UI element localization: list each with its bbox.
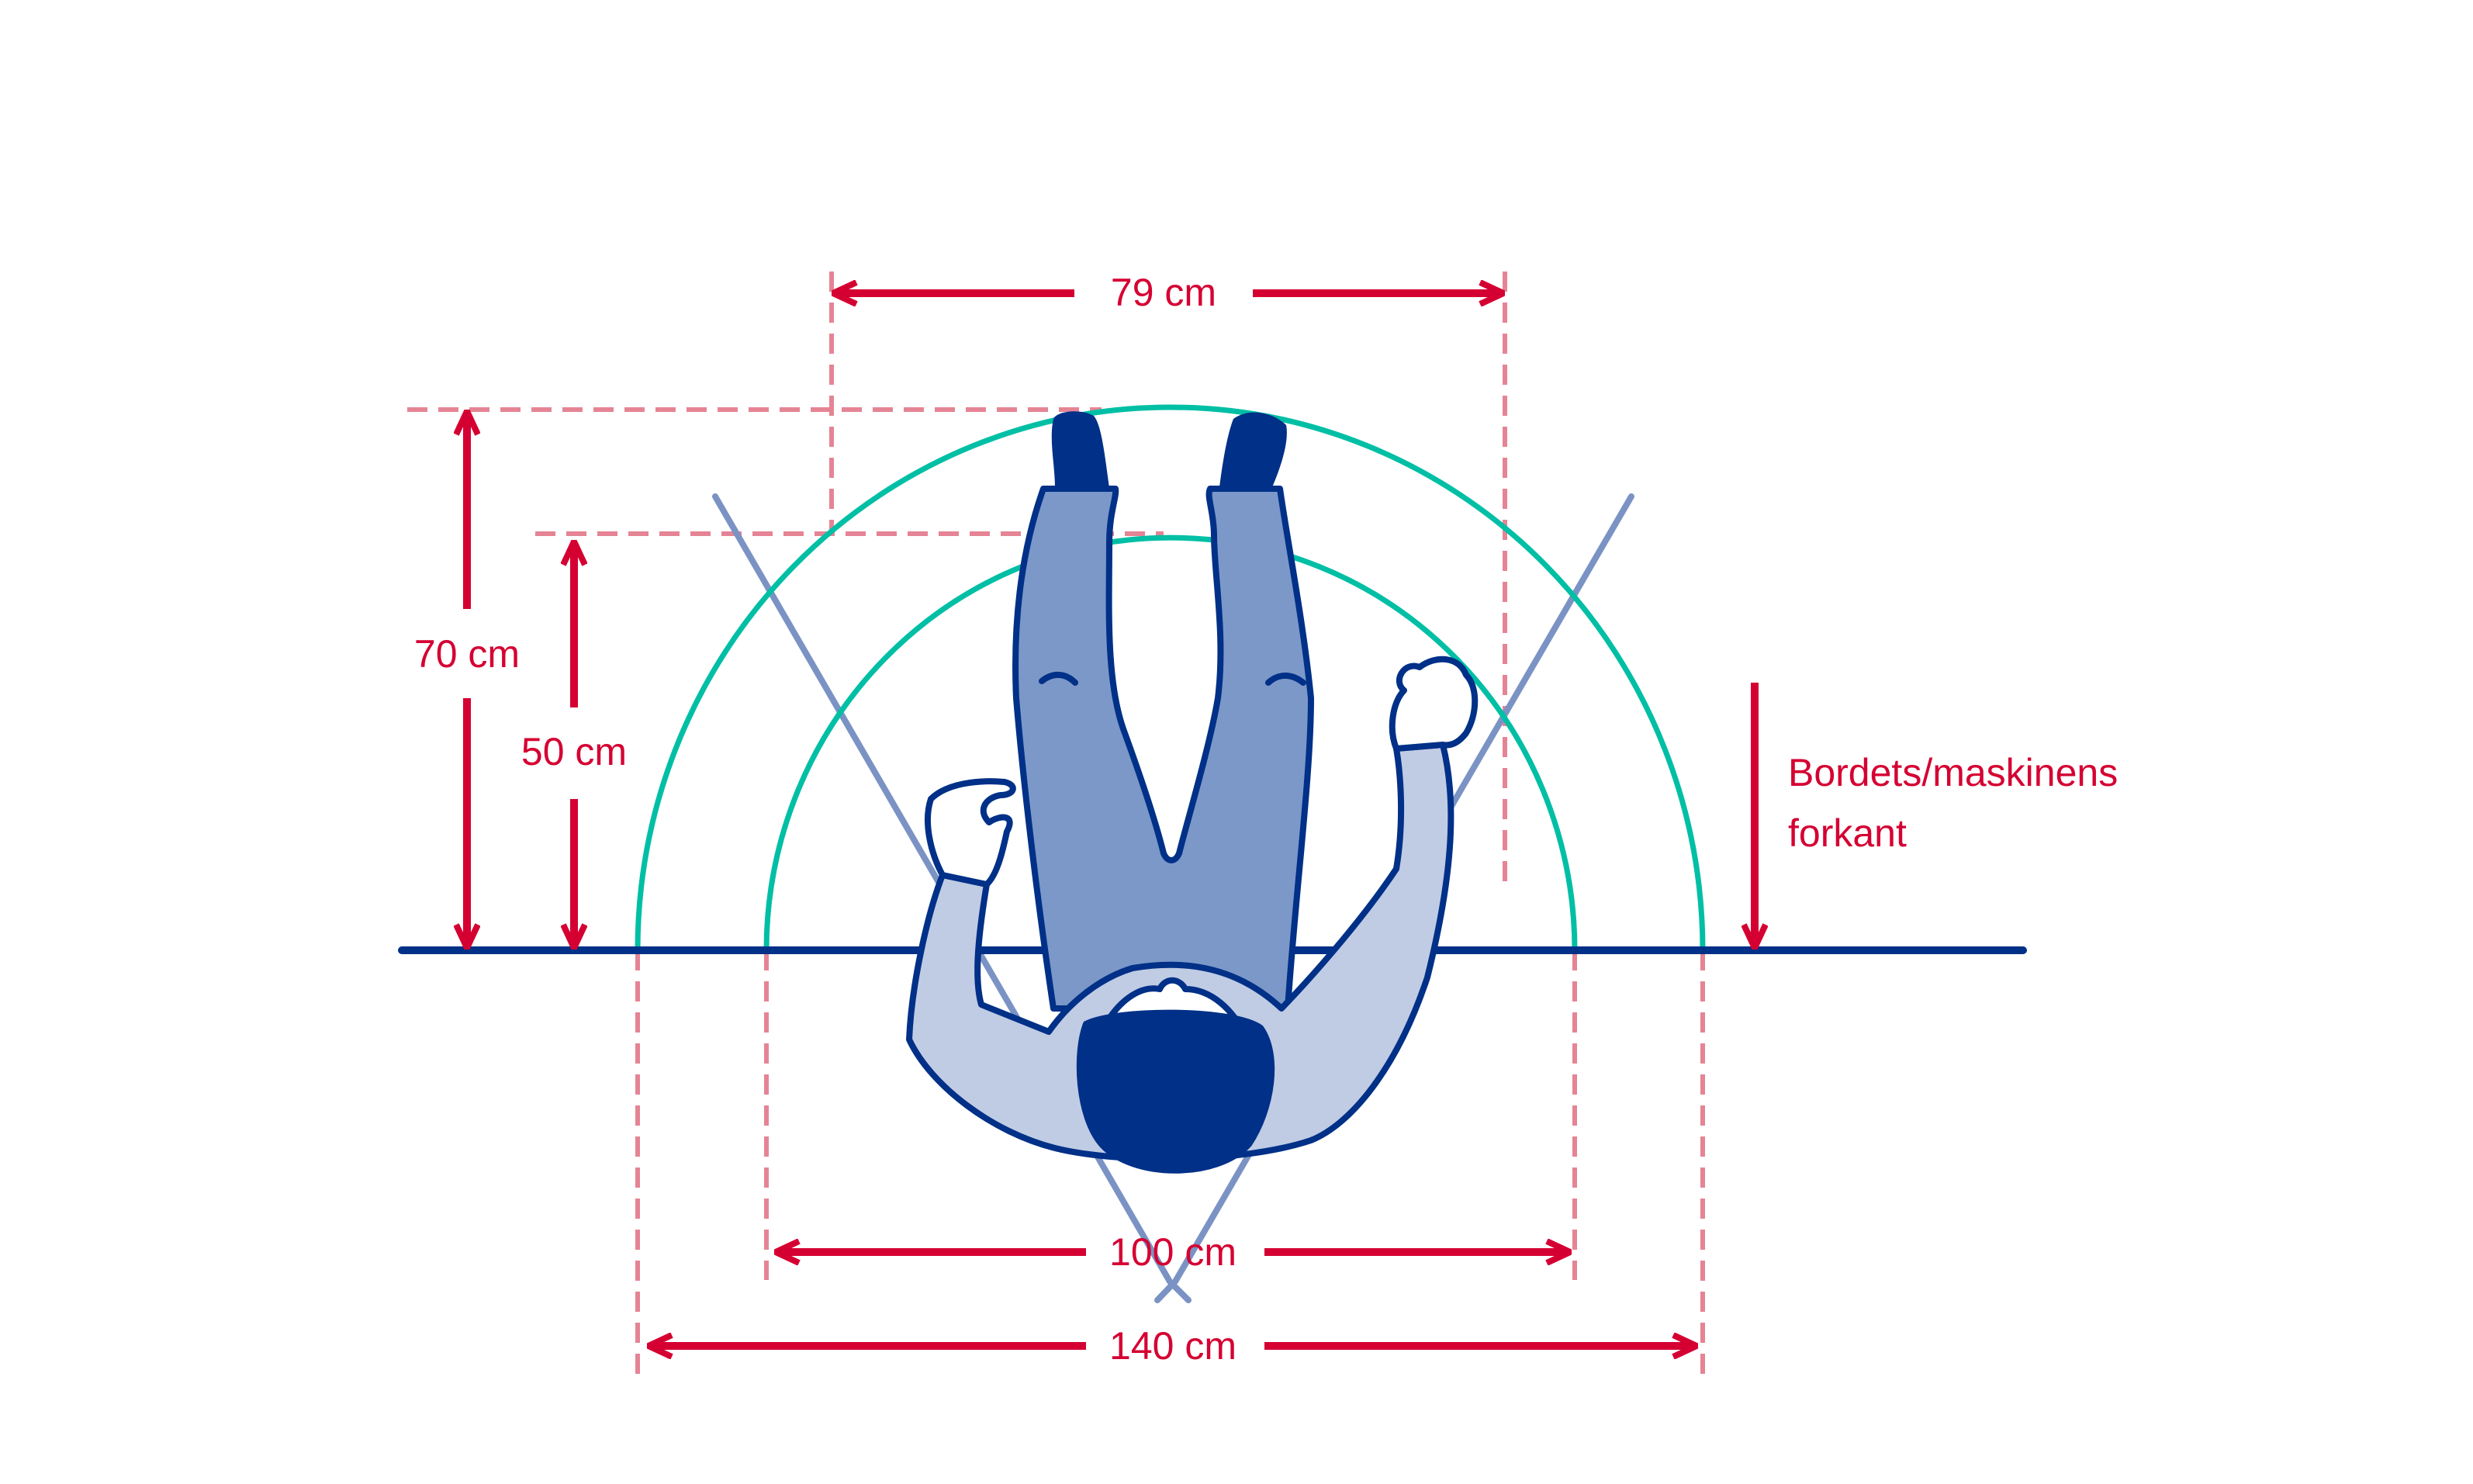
label-70-cm: 70 cm	[414, 632, 520, 676]
label-table-edge-line1: Bordets/maskinens	[1788, 751, 2118, 794]
dimension-labels: 79 cm 70 cm 50 cm 100 cm 140 cm Bordets/…	[414, 271, 2118, 1368]
view-angle-right	[1154, 493, 1634, 1303]
label-100-cm: 100 cm	[1109, 1230, 1236, 1274]
reach-arc-70	[635, 404, 1706, 951]
left-shoe-icon	[1051, 411, 1109, 487]
label-79-cm: 79 cm	[1111, 271, 1216, 314]
right-hand-icon	[1389, 656, 1479, 752]
left-hand-icon	[924, 778, 1016, 887]
label-table-edge-line2: forkant	[1788, 811, 1907, 855]
right-shoe-icon	[1219, 412, 1287, 487]
dimension-arrows	[467, 293, 1755, 1346]
right-knee-mark	[1265, 673, 1306, 686]
head-icon	[1076, 1009, 1275, 1174]
guide-lines	[407, 272, 1705, 1377]
legs	[1012, 486, 1314, 1012]
person-figure	[906, 411, 1479, 1174]
view-angle-lines	[712, 493, 1634, 1303]
arms-torso	[906, 742, 1454, 1162]
reach-arc-50	[763, 534, 1578, 951]
reach-arcs	[635, 404, 1706, 951]
view-angle-left	[712, 493, 1192, 1303]
label-50-cm: 50 cm	[521, 730, 627, 773]
left-knee-mark	[1039, 672, 1078, 686]
label-140-cm: 140 cm	[1109, 1324, 1236, 1368]
